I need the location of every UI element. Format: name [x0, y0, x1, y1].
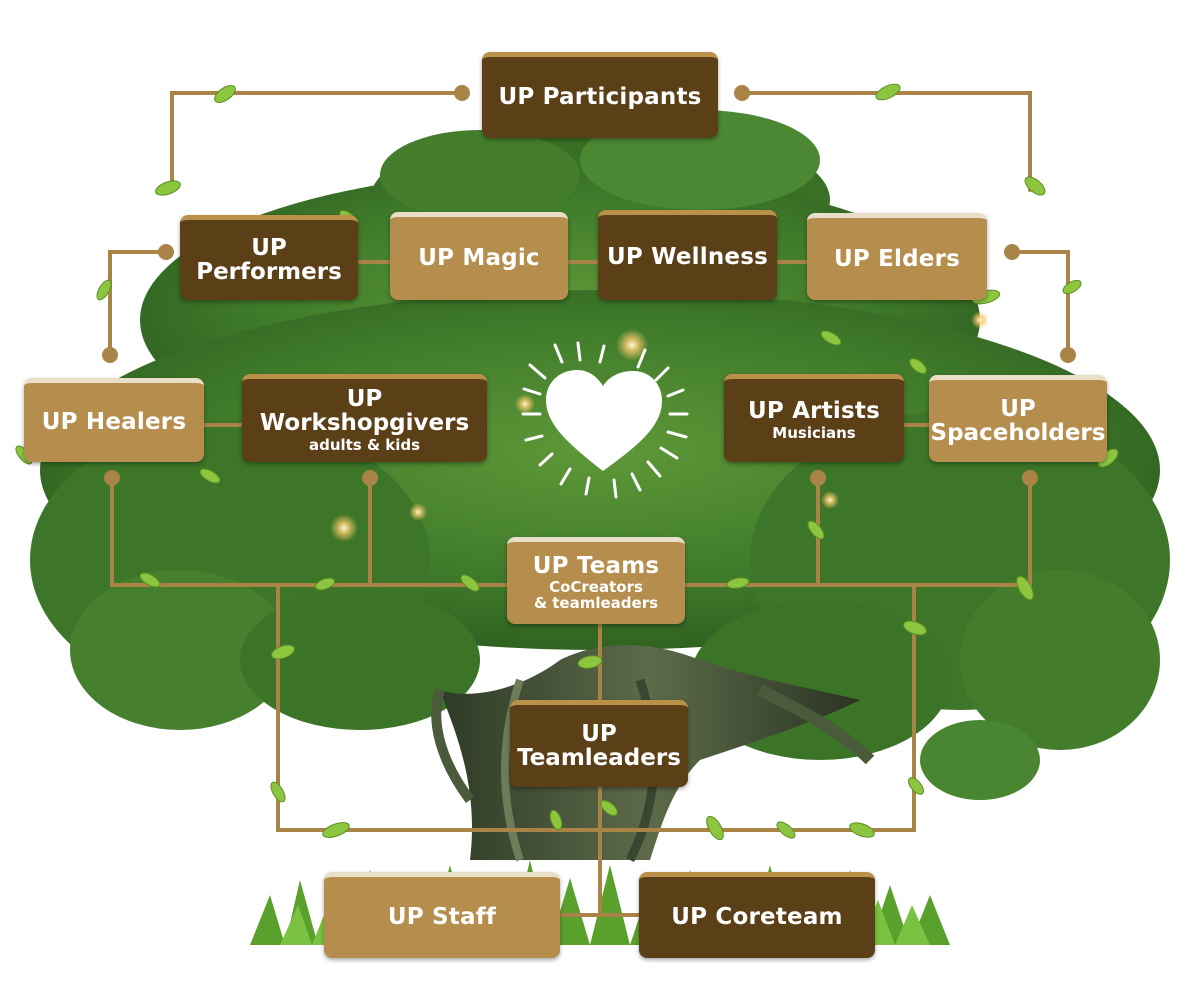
node-title-line1: UP	[346, 385, 383, 412]
node-title: UP Artists	[748, 398, 880, 425]
node-up-healers: UP Healers	[24, 378, 204, 462]
node-up-coreteam: UP Coreteam	[639, 872, 875, 958]
node-up-magic: UP Magic	[390, 212, 568, 300]
node-subtitle-line2: & teamleaders	[533, 594, 659, 613]
leaf-icon	[15, 83, 1119, 841]
node-subtitle-line1: CoCreators	[549, 578, 643, 597]
node-title-line1: UP	[1000, 395, 1036, 422]
node-up-teamleaders: UP Teamleaders	[510, 700, 688, 787]
node-title-line1: UP	[581, 720, 617, 747]
node-title: UP Participants	[498, 84, 702, 111]
connector-lines	[108, 91, 1070, 917]
node-subtitle: Musicians	[772, 424, 856, 443]
node-title-line2: Spaceholders	[930, 420, 1106, 446]
node-title-line2: Performers	[196, 259, 342, 285]
node-title: UP Elders	[833, 245, 961, 272]
node-title-line2: Teamleaders	[517, 745, 681, 771]
node-up-artists: UP Artists Musicians	[724, 374, 904, 462]
node-up-teams: UP Teams CoCreators & teamleaders	[507, 537, 685, 624]
node-title: UP Magic	[418, 245, 540, 272]
heart-icon	[521, 341, 689, 499]
node-title: UP Coreteam	[671, 904, 843, 931]
connector-dots	[102, 85, 1076, 486]
node-title-line2: Workshopgivers	[259, 410, 470, 437]
node-title: UP Teams	[532, 553, 660, 580]
node-title: UP Wellness	[606, 244, 768, 271]
node-title: UP Staff	[387, 904, 497, 931]
node-up-wellness: UP Wellness	[598, 210, 777, 300]
sparkle-icon	[330, 311, 989, 542]
node-title-line1: UP	[251, 234, 287, 261]
node-up-staff: UP Staff	[324, 872, 560, 958]
node-subtitle: adults & kids	[308, 436, 421, 455]
node-up-elders: UP Elders	[807, 213, 987, 300]
node-up-participants: UP Participants	[482, 52, 718, 138]
node-up-performers: UP Performers	[180, 215, 358, 300]
node-up-spaceholders: UP Spaceholders	[929, 375, 1107, 462]
node-up-workshopgivers: UP Workshopgivers adults & kids	[242, 374, 487, 462]
node-title: UP Healers	[41, 409, 187, 436]
